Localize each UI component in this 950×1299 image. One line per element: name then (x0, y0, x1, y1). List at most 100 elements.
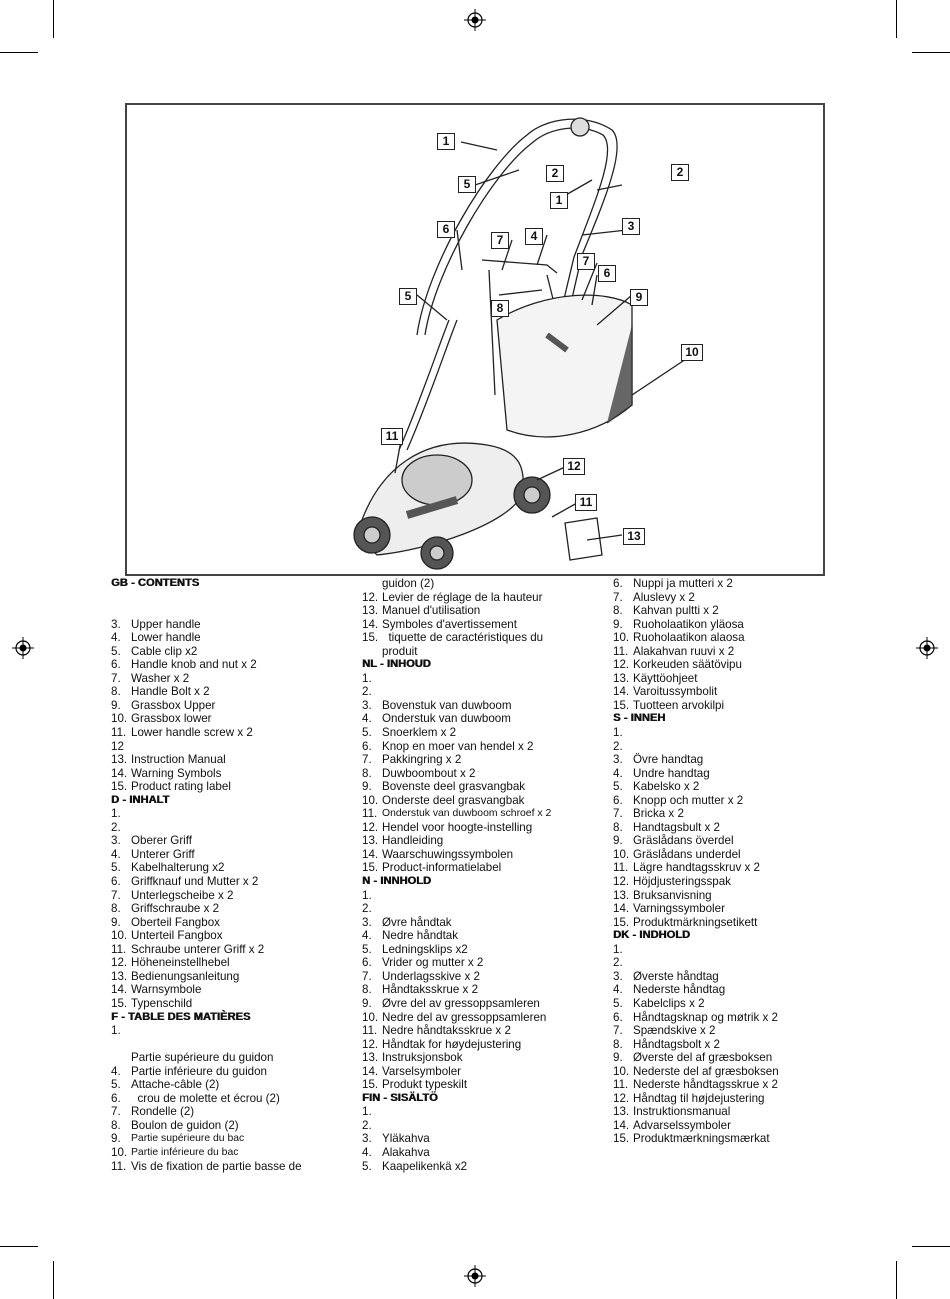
list-item: 1. (613, 942, 623, 956)
list-item: 11.Alakahvan ruuvi x 2 (613, 644, 735, 658)
list-item: 4.Unterer Griff (111, 847, 195, 861)
callout-11: 11 (381, 428, 403, 445)
crop-mark (53, 1261, 54, 1299)
section-s: S - INNEH 1. 2. 3.Övre handtag 4.Undre h… (613, 712, 853, 929)
list-item: 12.Korkeuden säätövipu (613, 658, 742, 672)
list-item: 4.Nedre håndtak (362, 929, 459, 943)
list-item: 7.Spændskive x 2 (613, 1024, 716, 1038)
list-item: 3.Øverste håndtag (613, 969, 719, 983)
list-item: 6.Knopp och mutter x 2 (613, 793, 744, 807)
registration-mark-icon (12, 637, 34, 659)
section-heading: GB - CONTENTS (111, 577, 200, 589)
callout-6: 6 (598, 265, 616, 282)
list-item: 11.Schraube unterer Griff x 2 (111, 942, 265, 956)
crop-mark (896, 0, 897, 38)
list-item: 10.Onderste deel grasvangbak (362, 793, 525, 807)
list-item: 12.Höjdjusteringsspak (613, 875, 731, 889)
list-item: 5.Cable clip x2 (111, 644, 198, 658)
section-nl: NL - INHOUD 1. 2. 3.Bovenstuk van duwboo… (362, 658, 602, 875)
registration-mark-icon (916, 637, 938, 659)
list-item: 10.Unterteil Fangbox (111, 929, 223, 943)
list-item: 5.Ledningsklips x2 (362, 942, 468, 956)
list-item: 1. (613, 726, 623, 740)
section-n: N - INNHOLD 1. 2. 3.Øvre håndtak 4.Nedre… (362, 875, 602, 1092)
callout-7: 7 (577, 253, 595, 270)
list-item: 2. (613, 739, 623, 753)
list-item: 10.Partie inférieure du bac (111, 1145, 239, 1159)
callout-9: 9 (630, 289, 648, 306)
section-d: D - INHALT 1. 2. 3.Oberer Griff 4.Untere… (111, 794, 351, 1011)
section-fin: FIN - SISÄLTÖ 1. 2. 3.Yläkahva 4.Alakahv… (362, 1092, 602, 1173)
list-item: 2. (362, 685, 372, 699)
list-item: 7.Bricka x 2 (613, 807, 684, 821)
callout-3: 3 (622, 218, 640, 235)
list-item: 3.Upper handle (111, 617, 201, 631)
crop-mark (0, 52, 38, 53)
list-item: produit (382, 644, 418, 658)
list-item: 8.Duwboombout x 2 (362, 766, 476, 780)
list-item: 6.Nuppi ja mutteri x 2 (613, 577, 733, 590)
list-item: 15. tiquette de caractéristiques du (362, 631, 544, 645)
section-gb: GB - CONTENTS 3.Upper handle 4.Lower han… (111, 577, 351, 794)
crop-mark (912, 1246, 950, 1247)
contents-column-3: 6.Nuppi ja mutteri x 2 7.Aluslevy x 2 8.… (613, 577, 853, 1146)
registration-mark-icon (464, 9, 486, 31)
list-item: 4.Onderstuk van duwboom (362, 712, 511, 726)
list-item: 13.Instruction Manual (111, 753, 226, 767)
list-item: 11.Nedre håndtaksskrue x 2 (362, 1024, 511, 1038)
list-item: 8.Handle Bolt x 2 (111, 685, 210, 699)
list-item: 2. (362, 1118, 372, 1132)
list-item: 10.Ruoholaatikon alaosa (613, 631, 745, 645)
list-item: 9.Ruoholaatikon yläosa (613, 617, 744, 631)
lawnmower-illustration (353, 117, 693, 570)
list-item: 1. (111, 807, 121, 821)
list-item: 1. (362, 671, 372, 685)
list-item: 10.Nederste del af græsboksen (613, 1064, 779, 1078)
list-item: 9.Øverste del af græsboksen (613, 1051, 773, 1065)
list-item: 11.Vis de fixation de partie basse de (111, 1159, 302, 1173)
list-item: 12 (111, 739, 124, 753)
list-item: 1. (362, 888, 372, 902)
list-item: 14.Advarselssymboler (613, 1118, 731, 1132)
section-fin-continued: 6.Nuppi ja mutteri x 2 7.Aluslevy x 2 8.… (613, 577, 853, 712)
list-item: 15.Produktmærkningsmærkat (613, 1132, 770, 1146)
callout-12: 12 (563, 458, 585, 475)
callout-5: 5 (458, 176, 476, 193)
list-item: 14.Waarschuwingssymbolen (362, 847, 514, 861)
list-item: 6.Håndtagsknap og møtrik x 2 (613, 1010, 778, 1024)
list-item: 8.Handtagsbult x 2 (613, 820, 721, 834)
list-item: 7.Aluslevy x 2 (613, 590, 695, 604)
section-heading: FIN - SISÄLTÖ (362, 1091, 438, 1104)
list-item: 11.Lägre handtagsskruv x 2 (613, 861, 760, 875)
list-item: 15.Product-informatielabel (362, 861, 502, 875)
list-item: 9.Oberteil Fangbox (111, 915, 220, 929)
section-heading: NL - INHOUD (362, 658, 431, 671)
list-item: 10.Gräslådans underdel (613, 847, 741, 861)
list-item: 10.Grassbox lower (111, 712, 212, 726)
list-item: 9.Partie supérieure du bac (111, 1132, 245, 1146)
section-heading: DK - INDHOLD (613, 929, 690, 942)
list-item: 13.Instruksjonsbok (362, 1051, 463, 1065)
list-item: 8.Håndtaksskrue x 2 (362, 983, 479, 997)
list-item: 11.Nederste håndtagsskrue x 2 (613, 1078, 779, 1092)
list-item: 12.Höheneinstellhebel (111, 956, 230, 970)
list-item: 8.Boulon de guidon (2) (111, 1118, 239, 1132)
list-item: 2. (111, 820, 121, 834)
list-item: Partie supérieure du guidon (131, 1051, 274, 1065)
list-item: 2. (362, 902, 372, 916)
callout-4: 4 (525, 228, 543, 245)
list-item: 12.Levier de réglage de la hauteur (362, 590, 543, 604)
callout-5: 5 (399, 288, 417, 305)
list-item: 15.Produkt typeskilt (362, 1078, 468, 1092)
list-item: 4.Alakahva (362, 1145, 430, 1159)
list-item: 6.Vrider og mutter x 2 (362, 956, 484, 970)
list-item: 3.Øvre håndtak (362, 915, 452, 929)
list-item: 4.Partie inférieure du guidon (111, 1064, 267, 1078)
crop-mark (0, 1246, 38, 1247)
list-item: 9.Øvre del av gressoppsamleren (362, 996, 540, 1010)
list-item: 3.Oberer Griff (111, 834, 192, 848)
list-item: 11.Lower handle screw x 2 (111, 726, 253, 740)
crop-mark (53, 0, 54, 38)
list-item: 9.Bovenste deel grasvangbak (362, 780, 526, 794)
contents-column-1: GB - CONTENTS 3.Upper handle 4.Lower han… (111, 577, 351, 1173)
